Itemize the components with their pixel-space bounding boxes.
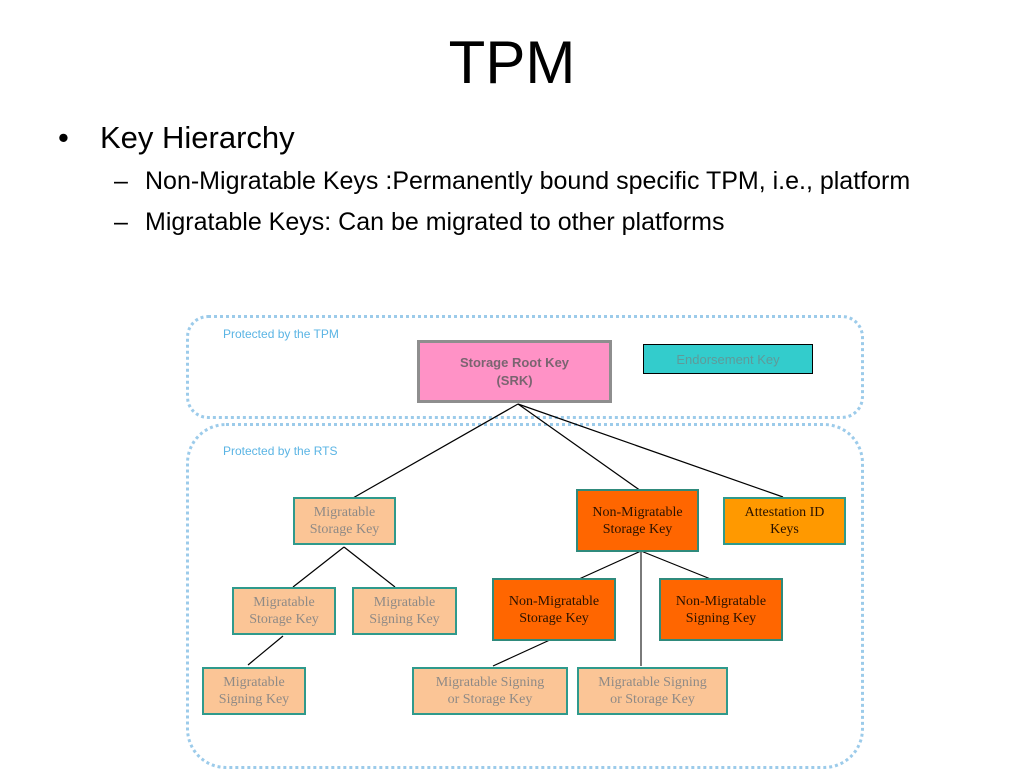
node-label-line1: Non-Migratable <box>508 593 600 609</box>
link-nmsk2-mss1 <box>492 638 553 667</box>
migratable-signing-or-storage-key-node: Migratable Signing or Storage Key <box>577 667 728 715</box>
slide-title: TPM <box>448 29 576 96</box>
link-msk-msig <box>343 546 396 588</box>
rts-region-label: Protected by the RTS <box>223 444 338 458</box>
sub-bullet-marker: – <box>114 167 128 195</box>
sub-bullet-text: Non-Migratable Keys :Permanently bound s… <box>145 167 911 195</box>
bullet-list: • Key Hierarchy – Non-Migratable Keys :P… <box>58 118 958 238</box>
node-label-line1: Migratable <box>373 595 436 610</box>
node-label-line2: Signing Key <box>218 692 290 707</box>
sub-bullet-non-migratable: – Non-Migratable Keys :Permanently bound… <box>58 166 958 197</box>
bullet-key-hierarchy: • Key Hierarchy <box>58 118 958 158</box>
node-label-line2: or Storage Key <box>447 692 533 707</box>
endorsement-key-node: Endorsement Key <box>643 344 813 374</box>
link-msk2-msig2 <box>247 635 284 666</box>
node-label-line1: Storage Root Key <box>459 354 570 370</box>
node-label-line2: Storage Key <box>602 521 673 537</box>
node-label-line1: Attestation ID <box>744 505 825 520</box>
node-label-line2: or Storage Key <box>610 692 695 707</box>
bullet-text: Key Hierarchy <box>100 120 295 155</box>
node-label: Endorsement Key <box>676 352 780 367</box>
migratable-signing-or-storage-key-node: Migratable Signing or Storage Key <box>412 667 568 715</box>
node-label-line1: Non-Migratable <box>675 593 767 609</box>
bullet-marker: • <box>58 120 69 155</box>
node-label-line1: Migratable Signing <box>598 675 707 690</box>
tpm-region-label: Protected by the TPM <box>223 327 339 341</box>
sub-bullet-migratable: – Migratable Keys: Can be migrated to ot… <box>58 207 958 238</box>
sub-bullet-marker: – <box>114 208 128 236</box>
node-label-line1: Migratable <box>223 675 285 690</box>
tpm-protected-region <box>186 315 864 419</box>
node-label-line2: Signing Key <box>685 610 757 626</box>
node-label-line2: Keys <box>770 522 799 537</box>
node-label-line1: Migratable Signing <box>435 675 545 690</box>
node-label-line1: Migratable <box>313 505 376 520</box>
link-srk-aik <box>517 403 784 498</box>
storage-root-key-node: Storage Root Key (SRK) <box>417 340 612 403</box>
node-label-line2: Storage Key <box>309 522 380 537</box>
node-label-line1: Migratable <box>253 595 315 610</box>
node-label-line2: Storage Key <box>249 612 319 627</box>
node-label-line2: (SRK) <box>496 372 533 388</box>
sub-bullet-text: Migratable Keys: Can be migrated to othe… <box>145 208 725 236</box>
link-srk-msk <box>352 403 519 499</box>
link-srk-nmsk <box>517 403 642 492</box>
link-msk-msk2 <box>292 546 345 588</box>
node-label-line2: Signing Key <box>369 612 440 627</box>
node-label-line1: Non-Migratable <box>592 504 683 520</box>
attestation-id-keys-node: Attestation ID Keys <box>723 497 846 545</box>
node-label-line2: Storage Key <box>519 610 589 626</box>
